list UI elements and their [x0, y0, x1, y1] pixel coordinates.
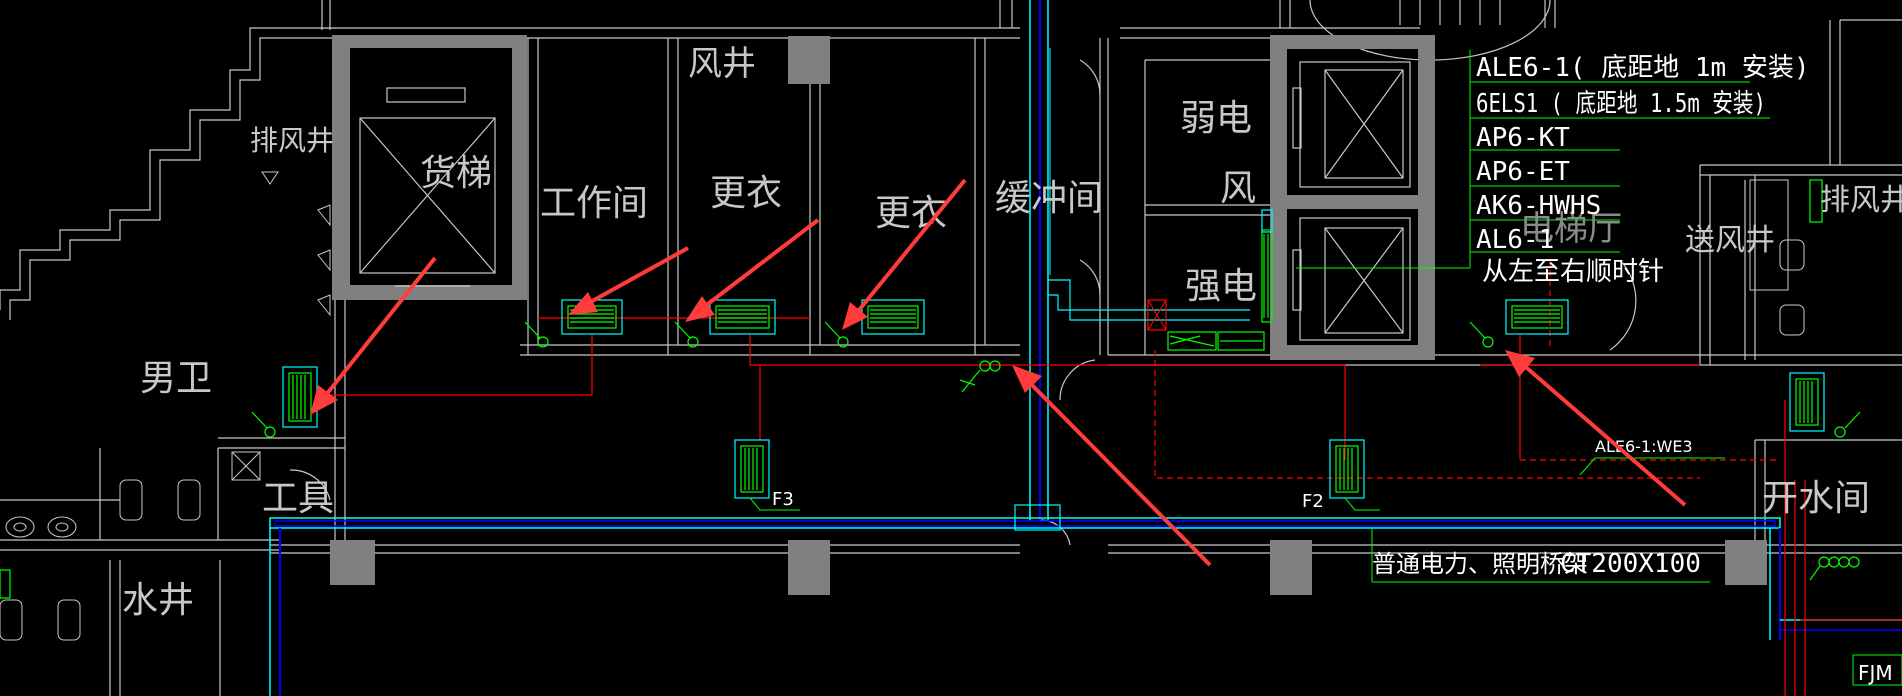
- room-labels: 货梯 工作间 更衣 更衣 缓冲间 风井 排风井 男卫 工具 水井 弱电 风 强电…: [122, 44, 1902, 621]
- room-weak-elec: 弱电: [1180, 98, 1252, 139]
- tag-fjm: FJM: [1858, 661, 1893, 685]
- room-open-water: 开水间: [1762, 478, 1870, 519]
- tag-tray: 普通电力、照明桥架: [1372, 550, 1588, 578]
- arrow-4: [842, 178, 967, 330]
- room-water-shaft: 水井: [122, 580, 194, 621]
- panel-notes: ALE6-1( 底距地 1m 安装) 6ELS1 ( 底距地 1.5m 安装) …: [1476, 53, 1810, 287]
- structural-columns: [330, 35, 1767, 595]
- note-line-2: 6ELS1 ( 底距地 1.5m 安装): [1476, 89, 1766, 119]
- note-line-7: 从左至右顺时针: [1482, 257, 1664, 287]
- note-line-3: AP6-KT: [1476, 123, 1570, 153]
- fan-coil-unit-8: [1789, 372, 1825, 432]
- fan-coil-unit-7: [1329, 439, 1365, 499]
- note-line-5: AK6-HWHS: [1476, 191, 1601, 221]
- arrow-1: [310, 256, 437, 415]
- room-mens-wc: 男卫: [140, 358, 212, 399]
- room-workroom: 工作间: [540, 183, 648, 224]
- tag-f2: F2: [1302, 491, 1324, 512]
- room-elevator-hall: 电梯厅: [1520, 209, 1622, 249]
- room-supply-shaft: 送风井: [1685, 223, 1775, 258]
- electrical-panels: [0, 179, 1823, 599]
- room-tools: 工具: [262, 478, 334, 519]
- room-air-shaft-top: 风井: [688, 44, 756, 84]
- tag-tray-size: CT200X100: [1560, 549, 1701, 579]
- room-locker-1: 更衣: [710, 173, 782, 214]
- arrow-2: [568, 246, 689, 315]
- tag-f3: F3: [772, 489, 794, 510]
- plumbing-fixtures: [0, 171, 1805, 641]
- room-strong-elec: 强电: [1185, 266, 1257, 307]
- fan-coil-unit-6: [734, 439, 770, 499]
- fan-coil-unit-3: [861, 299, 925, 335]
- room-freight-elevator: 货梯: [420, 153, 492, 194]
- note-line-6: AL6-1: [1476, 225, 1554, 255]
- callout-arrows: [310, 178, 1687, 567]
- arrow-3: [685, 218, 820, 322]
- note-line-1: ALE6-1( 底距地 1m 安装): [1476, 53, 1810, 83]
- room-locker-2: 更衣: [875, 193, 947, 234]
- fan-coil-unit-4: [1505, 299, 1569, 335]
- tag-ale: ALE6-1:WE3: [1595, 437, 1693, 456]
- fan-coil-unit-2: [709, 299, 776, 335]
- arrow-6: [1505, 350, 1687, 507]
- room-buffer: 缓冲间: [995, 178, 1103, 219]
- arrow-5: [1012, 365, 1212, 567]
- room-wind: 风: [1220, 168, 1256, 209]
- room-exhaust-right: 排风井: [1820, 183, 1902, 218]
- passenger-elevator-cars: [1292, 61, 1411, 341]
- thermostat-switches: [251, 321, 1861, 581]
- duct-lines: [269, 0, 1902, 696]
- room-exhaust-left: 排风井: [250, 124, 334, 157]
- annotation-leaders: [749, 50, 1902, 686]
- fan-coil-unit-5: [282, 366, 318, 428]
- freight-elevator-car: [359, 87, 496, 287]
- equipment-tags: F3 F2 ALE6-1:WE3 普通电力、照明桥架 CT200X100 FJM: [772, 437, 1893, 685]
- note-line-4: AP6-ET: [1476, 157, 1570, 187]
